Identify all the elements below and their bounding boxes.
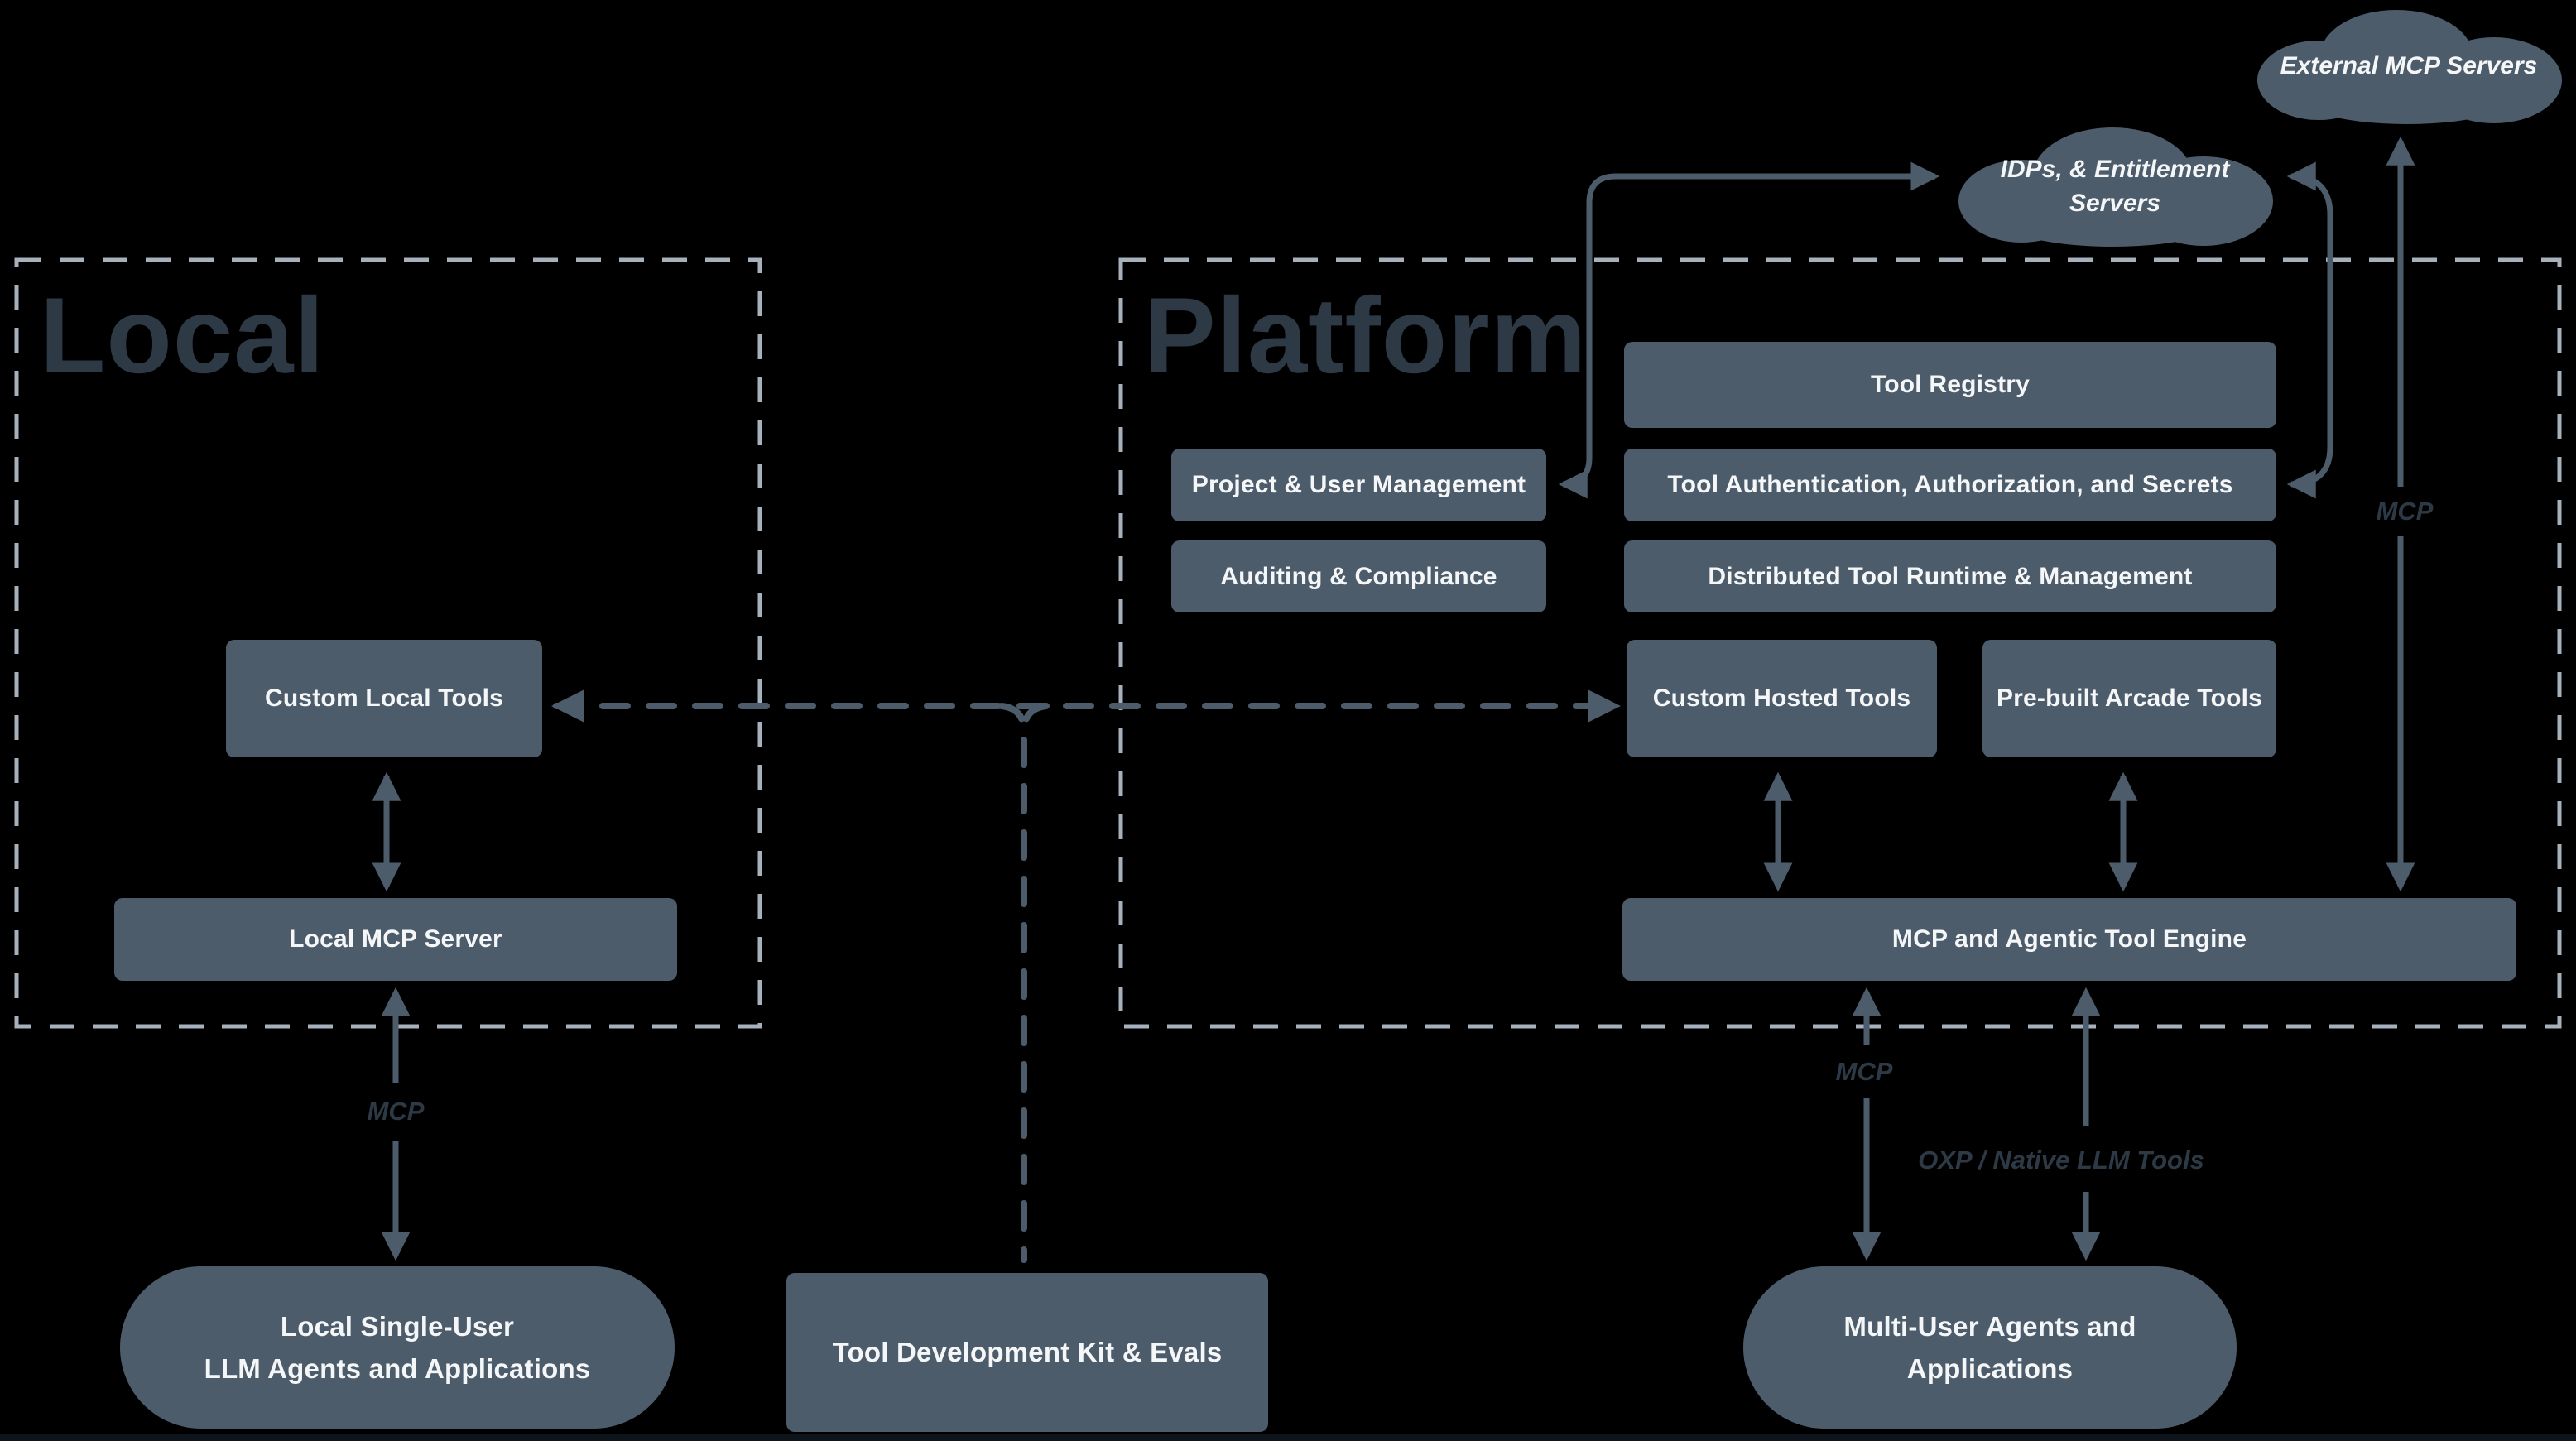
edge-branch-tdk [998, 703, 1027, 1263]
node-multi-user-agents: Multi-User Agents and Applications [1743, 1266, 2237, 1429]
platform-zone-title: Platform [1144, 275, 1588, 396]
multi-agents-line1: Multi-User Agents and [1843, 1310, 2136, 1342]
edge-toolauth-idps [2286, 161, 2333, 499]
idps-entitlement-cloud: IDPs, & Entitlement Servers [1954, 122, 2276, 251]
multi-agents-line2: Applications [1906, 1353, 2074, 1384]
node-custom-local-tools: Custom Local Tools [226, 640, 542, 757]
local-zone-border [14, 257, 762, 1029]
external-mcp-servers-cloud: External MCP Servers [2254, 4, 2564, 128]
node-local-single-user-agents: Local Single-User LLM Agents and Applica… [120, 1266, 675, 1429]
idps-label-line1: IDPs, & Entitlement [2000, 156, 2230, 183]
node-distributed-runtime: Distributed Tool Runtime & Management [1624, 540, 2276, 612]
platform-zone-border [1118, 257, 2562, 1029]
cloud-icon [2257, 10, 2562, 124]
idps-label-line2: Servers [2069, 189, 2161, 217]
node-tool-authentication: Tool Authentication, Authorization, and … [1624, 449, 2276, 521]
cloud-icon [1958, 127, 2273, 247]
node-project-user-management: Project & User Management [1171, 449, 1546, 521]
edge-label-mcp-platform: MCP [1835, 1057, 1893, 1086]
node-custom-hosted-tools: Custom Hosted Tools [1627, 640, 1937, 757]
edge-project-idps [1558, 161, 1940, 499]
node-mcp-agentic-tool-engine: MCP and Agentic Tool Engine [1622, 898, 2516, 981]
local-zone-title: Local [40, 275, 325, 396]
node-prebuilt-arcade-tools: Pre-built Arcade Tools [1982, 640, 2276, 757]
edge-branch-tdk-curve [1021, 703, 1050, 735]
node-tool-registry: Tool Registry [1624, 342, 2276, 428]
edge-label-mcp-external: MCP [2376, 497, 2434, 526]
local-agents-line2: LLM Agents and Applications [204, 1353, 591, 1384]
bottom-strip [0, 1434, 2576, 1441]
edge-label-mcp-local: MCP [367, 1097, 425, 1126]
external-mcp-servers-label: External MCP Servers [2280, 51, 2538, 79]
node-tool-development-kit: Tool Development Kit & Evals [786, 1273, 1268, 1432]
edge-label-oxp: OXP / Native LLM Tools [1918, 1146, 2204, 1174]
node-auditing-compliance: Auditing & Compliance [1171, 540, 1546, 612]
local-agents-line1: Local Single-User [280, 1310, 515, 1342]
node-local-mcp-server: Local MCP Server [114, 898, 677, 981]
